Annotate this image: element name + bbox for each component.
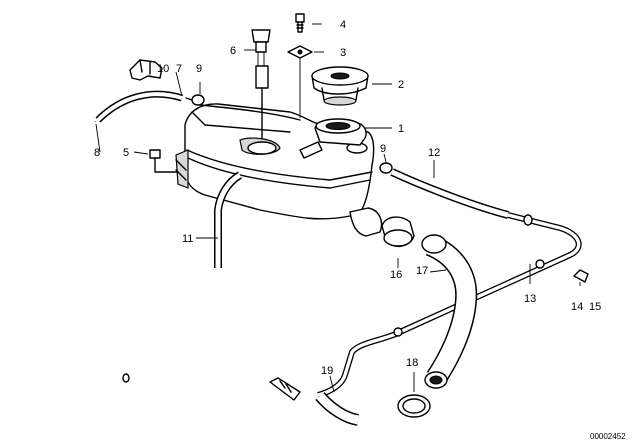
bolt-14-15 [573,269,589,283]
hose-7 [95,90,184,123]
screw-4 [295,13,305,33]
callout-7: 7 [176,63,182,75]
clamp-9-upper [185,94,205,106]
coolant-hose-17 [421,234,478,389]
callout-17: 17 [416,265,428,277]
cap-2 [311,66,369,106]
callout-10: 10 [157,63,169,75]
callout-16: 16 [390,269,402,281]
callout-15: 15 [589,301,601,313]
clamp-18 [397,394,431,418]
bolt-5 [149,149,179,173]
callout-9-upper: 9 [196,63,202,75]
callout-6: 6 [230,45,236,57]
callout-19: 19 [321,365,333,377]
callout-13: 13 [524,293,536,305]
callout-11: 11 [182,233,193,245]
clamp-9-right [379,162,393,174]
callout-18: 18 [406,357,418,369]
overflow-hose-8 [46,121,130,383]
hose-19 [269,377,360,426]
filler-neck-1 [314,118,367,146]
pipe-13 [317,212,582,398]
callout-5: 5 [123,147,129,159]
callout-8: 8 [94,147,100,159]
reference-number: 00002452 [590,432,626,441]
clamp-16 [381,216,415,247]
callout-1: 1 [398,123,404,135]
callout-14: 14 [571,301,583,313]
drain-hose-11 [214,171,243,268]
callout-4: 4 [340,19,346,31]
callout-3: 3 [340,47,346,59]
callout-12: 12 [428,147,440,159]
plate-3 [287,45,313,59]
callout-9-right: 9 [380,143,386,155]
callout-2: 2 [398,79,404,91]
leader-lines [95,23,581,393]
clip-10 [129,59,163,81]
callout-labels: 1 2 3 4 5 6 7 8 9 9 10 11 12 13 14 15 16… [94,19,626,441]
hose-12 [390,168,510,219]
level-sensor-6 [251,29,271,139]
